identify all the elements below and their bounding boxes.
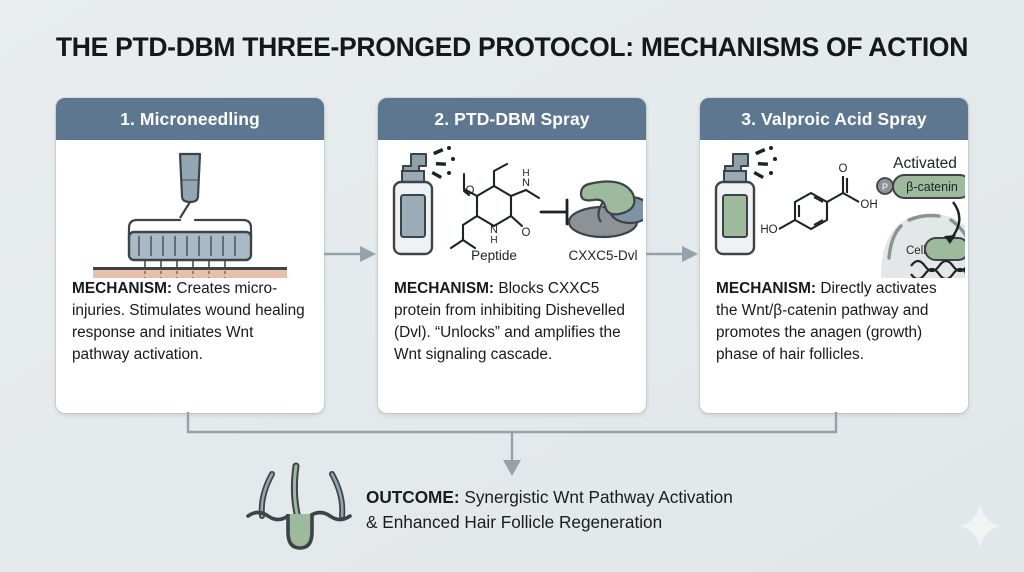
card-header-1: 1. Microneedling xyxy=(56,98,324,140)
illustration-microneedling xyxy=(56,140,324,278)
card-header-3: 3. Valproic Acid Spray xyxy=(700,98,968,140)
svg-text:O: O xyxy=(522,227,531,239)
peptide-molecule xyxy=(449,162,541,250)
svg-text:H: H xyxy=(490,235,497,246)
beta-catenin-label: β-catenin xyxy=(906,180,958,194)
illustration-ptd-dbm: O N H N H O Peptide CXXC xyxy=(378,140,646,278)
sparkle-icon xyxy=(958,502,1002,550)
mechanism-label-3: MECHANISM: xyxy=(716,280,817,297)
protocol-card-microneedling: 1. Microneedling xyxy=(56,98,324,413)
card-mechanism-1: MECHANISM: Creates micro-injuries. Stimu… xyxy=(56,278,324,366)
card-header-2: 2. PTD-DBM Spray xyxy=(378,98,646,140)
spray-bottle-icon xyxy=(392,146,455,256)
arrow-card1-to-card2 xyxy=(324,243,380,265)
hair-follicle-icon xyxy=(246,462,354,559)
cell-diagram: Cell xyxy=(881,213,965,278)
card-mechanism-2: MECHANISM: Blocks CXXC5 protein from inh… xyxy=(378,278,646,366)
outcome-line1: Synergistic Wnt Pathway Activation xyxy=(459,487,733,508)
svg-text:N: N xyxy=(522,177,530,189)
cell-label: Cell xyxy=(906,245,926,257)
svg-text:O: O xyxy=(839,163,848,175)
svg-text:P: P xyxy=(882,182,888,192)
bracket-connector xyxy=(180,410,844,478)
svg-text:H: H xyxy=(522,168,529,179)
cxxc5-dvl-label: CXXC5-Dvl xyxy=(568,248,637,263)
mechanism-label-2: MECHANISM: xyxy=(394,280,495,297)
protocol-card-valproic-acid-spray: 3. Valproic Acid Spray xyxy=(700,98,968,413)
arrow-card2-to-card3 xyxy=(646,243,702,265)
outcome-text: OUTCOME: Synergistic Wnt Pathway Activat… xyxy=(366,485,733,535)
mechanism-text-1: Creates micro-injuries. Stimulates wound… xyxy=(72,280,305,363)
mechanism-text-2: Blocks CXXC5 protein from inhibiting Dis… xyxy=(394,280,625,363)
card-mechanism-3: MECHANISM: Directly activates the Wnt/β-… xyxy=(700,278,968,366)
page-title: THE PTD-DBM THREE-PRONGED PROTOCOL: MECH… xyxy=(55,32,969,62)
peptide-label: Peptide xyxy=(471,248,517,263)
inhibition-arrow-icon xyxy=(539,198,569,226)
oh-label: OH xyxy=(860,199,877,211)
outcome-line2: & Enhanced Hair Follicle Regeneration xyxy=(366,512,663,532)
illustration-valproic-acid: O OH HO Cell xyxy=(700,140,968,278)
activated-label: Activated xyxy=(893,155,957,172)
cxxc5-dvl-protein xyxy=(567,180,643,239)
mechanism-label-1: MECHANISM: xyxy=(72,280,173,297)
svg-text:N: N xyxy=(490,224,498,236)
acid-molecule xyxy=(778,176,860,231)
svg-text:O: O xyxy=(466,185,475,197)
spray-bottle-icon xyxy=(714,146,777,256)
outcome-label: OUTCOME: xyxy=(366,487,460,508)
mechanism-text-3: Directly activates the Wnt/β-catenin pat… xyxy=(716,280,937,363)
ho-label: HO xyxy=(760,224,777,236)
outcome-section: OUTCOME: Synergistic Wnt Pathway Activat… xyxy=(246,462,946,558)
protocol-card-ptd-dbm-spray: 2. PTD-DBM Spray xyxy=(378,98,646,413)
